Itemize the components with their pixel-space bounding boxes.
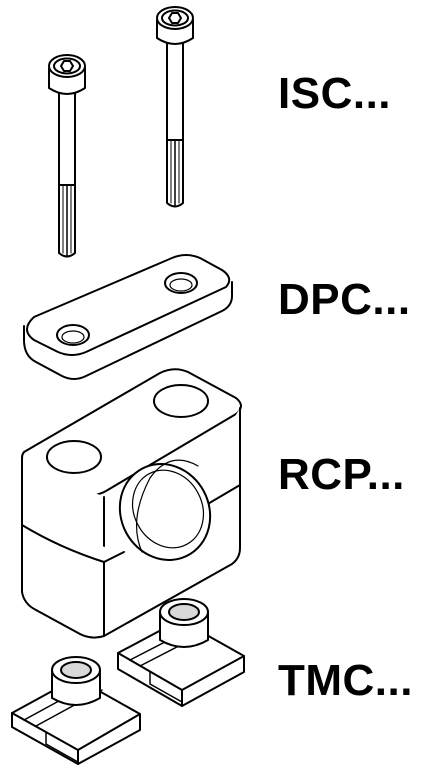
isc-screw-right (156, 6, 194, 208)
tmc-tnut-left (11, 656, 141, 765)
tmc-tnut-right (117, 598, 245, 707)
dpc-cover-plate (23, 254, 233, 380)
isc-screw-left (48, 54, 86, 258)
label-tmc: TMC... (278, 656, 413, 705)
label-dpc: DPC... (278, 275, 411, 324)
label-rcp: RCP... (278, 450, 405, 499)
rcp-clamp-body (21, 368, 242, 639)
label-isc: ISC... (278, 69, 392, 118)
